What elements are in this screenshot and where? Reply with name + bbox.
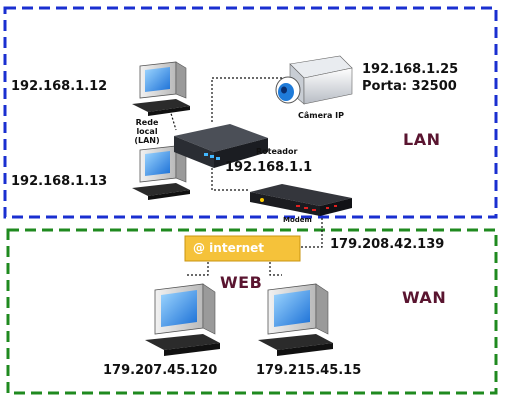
wan-pc2-ip-label: 179.215.45.15 bbox=[256, 363, 362, 378]
wan-zone-label: WAN bbox=[402, 288, 447, 307]
camera-ip-label: 192.168.1.25 bbox=[362, 62, 459, 77]
modem-icon bbox=[250, 184, 352, 216]
switch-label-line1: Rede bbox=[135, 118, 159, 127]
switch-label-line3: (LAN) bbox=[134, 136, 160, 146]
switch-label: Rede local (LAN) bbox=[127, 118, 167, 146]
router-label: Roteador bbox=[256, 147, 298, 156]
pc-icon-lan-1 bbox=[132, 61, 190, 116]
switch-label-line2: local bbox=[136, 127, 158, 137]
internet-label: @ internet bbox=[193, 241, 265, 255]
public-ip-label: 179.208.42.139 bbox=[330, 237, 445, 252]
wan-pc1-ip-label: 179.207.45.120 bbox=[103, 363, 218, 378]
router-icon bbox=[174, 124, 268, 168]
pc1-ip-label: 192.168.1.12 bbox=[11, 79, 108, 94]
camera-port-label: Porta: 32500 bbox=[362, 79, 457, 94]
pc-icon-wan-1 bbox=[145, 283, 220, 356]
pc2-ip-label: 192.168.1.13 bbox=[11, 174, 108, 189]
pc-icon-lan-2 bbox=[132, 145, 190, 200]
modem-label: Modem bbox=[283, 216, 312, 224]
lan-zone-label: LAN bbox=[403, 130, 441, 149]
camera-label: Câmera IP bbox=[298, 111, 344, 120]
web-label: WEB bbox=[220, 273, 263, 292]
pc-icon-wan-2 bbox=[258, 283, 333, 356]
wan-zone-border bbox=[6, 228, 498, 395]
ip-camera-icon bbox=[275, 55, 353, 105]
lan-zone-border bbox=[3, 6, 498, 219]
router-ip-label: 192.168.1.1 bbox=[225, 160, 313, 175]
internet-box bbox=[184, 235, 301, 262]
